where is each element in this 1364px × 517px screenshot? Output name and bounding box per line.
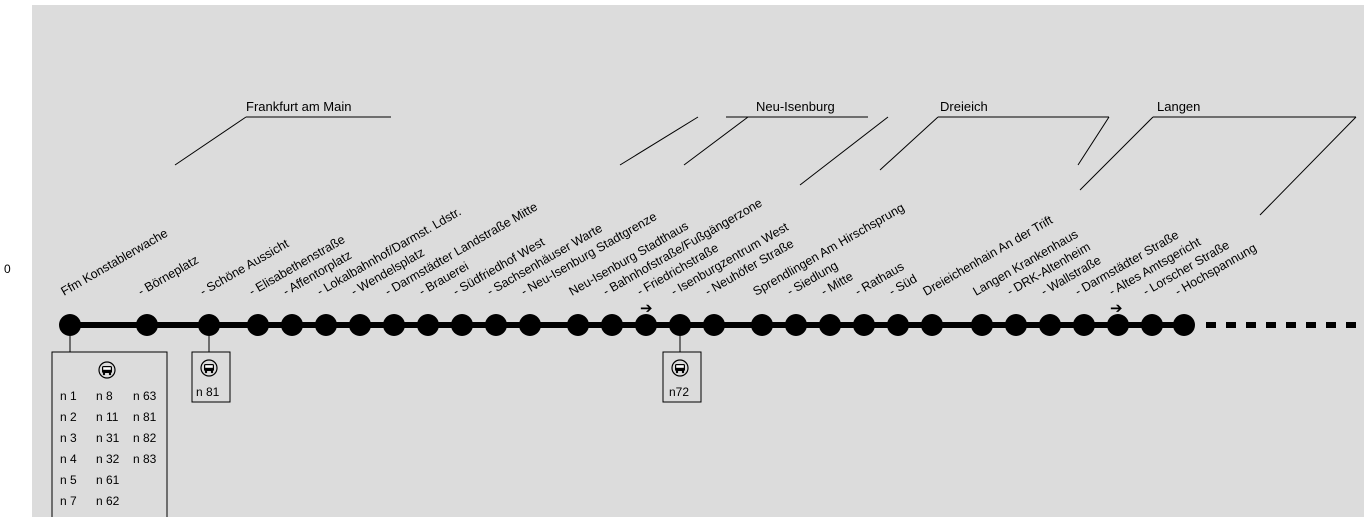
region-leader-line xyxy=(799,116,889,186)
stop-marker[interactable] xyxy=(315,314,337,336)
transfer-box-isenburgzentrum-west[interactable]: n72 xyxy=(662,336,702,403)
region-label: Frankfurt am Main xyxy=(246,99,351,114)
stop-marker[interactable] xyxy=(485,314,507,336)
bus-line-label: n 11 xyxy=(96,410,119,424)
bus-line-label: n 81 xyxy=(196,385,220,399)
bus-line-label: n 7 xyxy=(60,494,77,508)
bus-line-label: n 31 xyxy=(96,431,120,445)
stop-label: - Börneplatz xyxy=(136,253,201,299)
region-leader-line xyxy=(174,116,247,166)
region-leader-line xyxy=(1077,116,1110,166)
bus-line-label: n 2 xyxy=(60,410,77,424)
bus-line-label: n 81 xyxy=(133,410,157,424)
stop-marker[interactable] xyxy=(136,314,158,336)
stop-marker[interactable] xyxy=(921,314,943,336)
stop-marker[interactable] xyxy=(567,314,589,336)
stop-marker[interactable] xyxy=(1039,314,1061,336)
stop-marker[interactable] xyxy=(417,314,439,336)
diagram-background xyxy=(32,5,1364,517)
region-leader-line xyxy=(879,116,939,171)
region-leader-line xyxy=(683,116,749,166)
bus-line-label: n 1 xyxy=(60,389,77,403)
bus-icon xyxy=(98,361,116,379)
right-arrow-icon: ➔ xyxy=(1110,299,1123,317)
stop-marker[interactable] xyxy=(383,314,405,336)
stop-marker[interactable] xyxy=(669,314,691,336)
stop-marker[interactable] xyxy=(247,314,269,336)
region-leader-line xyxy=(1079,116,1154,191)
bus-line-label: n 4 xyxy=(60,452,77,466)
stop-label: - Schöne Aussicht xyxy=(198,236,292,298)
region-leader-line xyxy=(1259,116,1357,216)
stop-marker[interactable] xyxy=(1073,314,1095,336)
stop-marker[interactable] xyxy=(281,314,303,336)
bus-icon xyxy=(200,359,218,377)
stop-marker[interactable] xyxy=(819,314,841,336)
stop-marker[interactable] xyxy=(703,314,725,336)
stop-marker[interactable] xyxy=(1173,314,1195,336)
stop-marker[interactable] xyxy=(349,314,371,336)
stop-marker[interactable] xyxy=(1005,314,1027,336)
bus-line-label: n 5 xyxy=(60,473,77,487)
region-leader-line xyxy=(619,116,699,166)
stop-marker[interactable] xyxy=(1107,314,1129,336)
y-axis-zero-label: 0 xyxy=(4,262,11,276)
right-arrow-icon: ➔ xyxy=(640,299,653,317)
bus-icon xyxy=(671,359,689,377)
bus-line-label: n72 xyxy=(669,385,689,399)
transfer-box-schoene-aussicht[interactable]: n 81 xyxy=(191,336,231,403)
stop-marker[interactable] xyxy=(1141,314,1163,336)
bus-line-label: n 32 xyxy=(96,452,120,466)
stop-marker[interactable] xyxy=(601,314,623,336)
bus-line-label: n 8 xyxy=(96,389,113,403)
region-label: Dreieich xyxy=(940,99,988,114)
stop-marker[interactable] xyxy=(751,314,773,336)
stop-marker[interactable] xyxy=(519,314,541,336)
stop-marker[interactable] xyxy=(635,314,657,336)
bus-line-label: n 83 xyxy=(133,452,157,466)
stop-marker[interactable] xyxy=(853,314,875,336)
stop-marker[interactable] xyxy=(971,314,993,336)
stop-marker[interactable] xyxy=(451,314,473,336)
bus-line-label: n 63 xyxy=(133,389,157,403)
stop-marker[interactable] xyxy=(59,314,81,336)
region-label: Neu-Isenburg xyxy=(756,99,835,114)
bus-line-label: n 82 xyxy=(133,431,157,445)
stop-marker[interactable] xyxy=(785,314,807,336)
stop-marker[interactable] xyxy=(198,314,220,336)
bus-line-label: n 3 xyxy=(60,431,77,445)
bus-line-label: n 62 xyxy=(96,494,120,508)
stop-marker[interactable] xyxy=(887,314,909,336)
transfer-box-konstablerwache[interactable]: n 1 n 8 n 63 n 2 n 11 n 81 n 3 n 31 n 82 n 4 n 32 n… xyxy=(51,336,168,517)
bus-line-label: n 61 xyxy=(96,473,120,487)
region-label: Langen xyxy=(1157,99,1200,114)
